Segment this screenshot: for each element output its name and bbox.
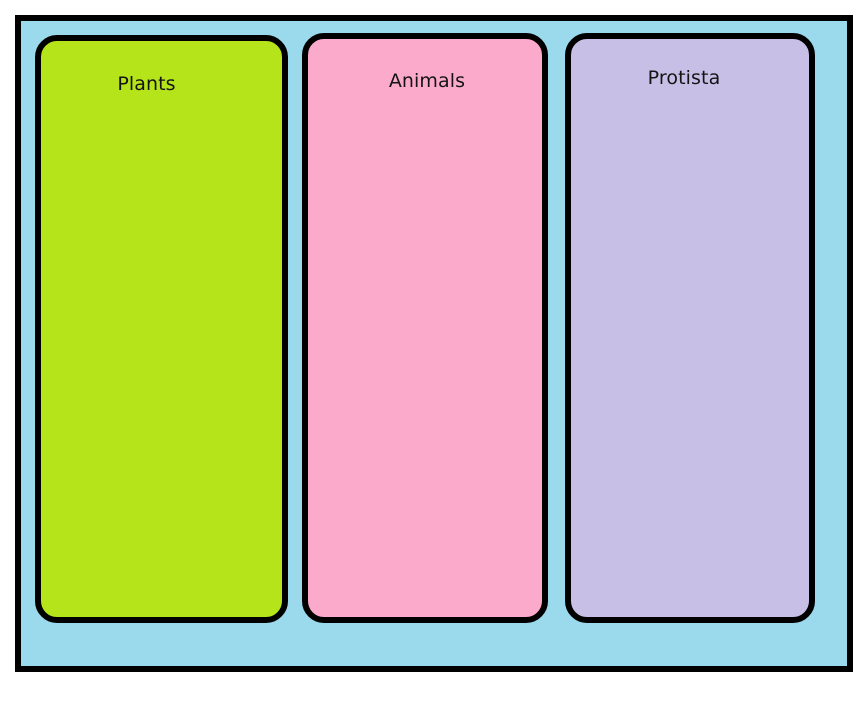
classification-organizer: Plants Animals Protista <box>15 15 853 672</box>
category-column-plants[interactable]: Plants <box>35 35 288 623</box>
category-columns: Plants Animals Protista <box>21 21 847 666</box>
category-column-animals[interactable]: Animals <box>302 33 548 623</box>
category-column-protista[interactable]: Protista <box>565 33 815 623</box>
category-label-protista: Protista <box>647 67 721 89</box>
category-label-animals: Animals <box>388 70 466 92</box>
category-label-plants: Plants <box>117 73 176 95</box>
